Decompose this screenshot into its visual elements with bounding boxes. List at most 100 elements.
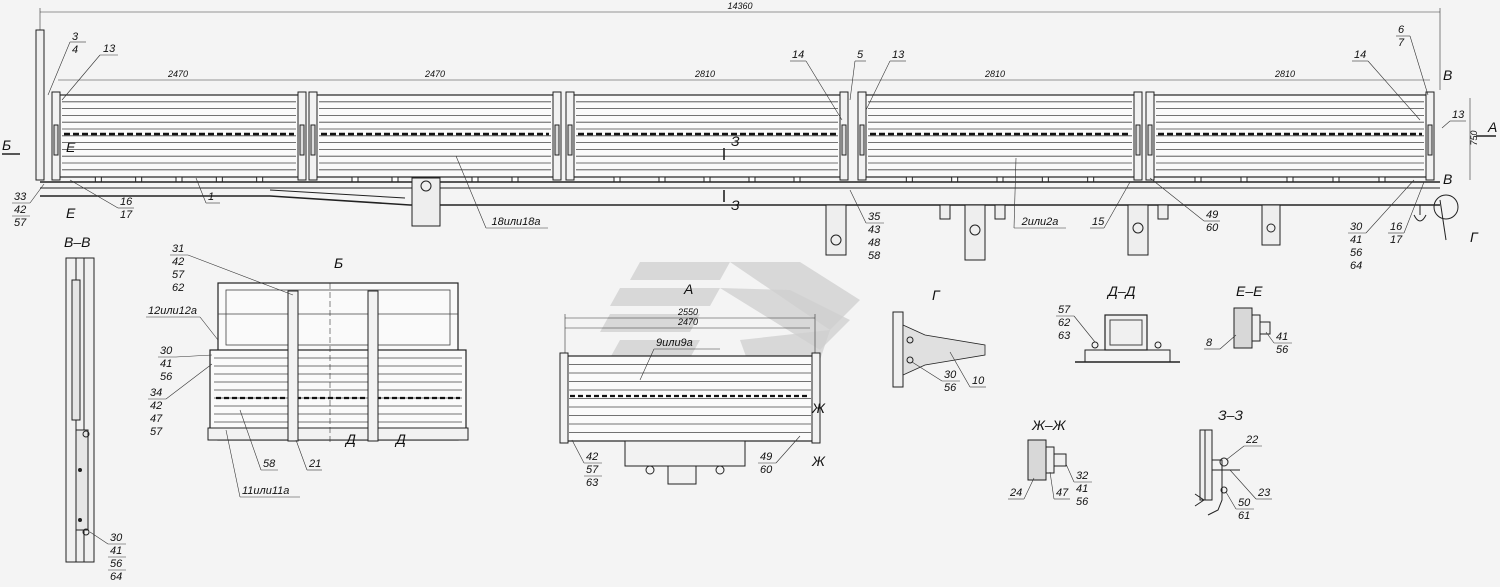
vb-callout-62: 62 — [172, 282, 184, 294]
callout-4: 4 — [72, 44, 78, 56]
va-callout-60: 60 — [760, 464, 773, 476]
vb-mark-d1: Д — [344, 431, 356, 447]
zz-callout-23: 23 — [1257, 487, 1271, 499]
zz-callout-61: 61 — [1238, 510, 1250, 522]
side-panel — [857, 91, 1143, 183]
vg-callout-56: 56 — [944, 382, 957, 394]
callout-6: 6 — [1398, 24, 1405, 36]
callout-13-mid: 13 — [892, 49, 905, 61]
section-e-e: Е–Е 8 41 56 — [1204, 283, 1292, 356]
vb-callout-34: 34 — [150, 387, 162, 399]
board-line — [811, 352, 821, 444]
side-panel — [51, 91, 307, 183]
callout-3: 3 — [72, 31, 79, 43]
section-dim-3: 2810 — [694, 69, 715, 79]
section-z-z: З–З 22 23 50 61 — [1194, 407, 1272, 522]
board-line — [207, 427, 469, 441]
vb-mark-d2: Д — [394, 431, 406, 447]
main-side-view: 14360 2470 2470 2810 2810 2810 — [2, 1, 1497, 272]
vb-callout-47: 47 — [150, 413, 163, 425]
va-mark-zh2: Ж — [811, 453, 826, 469]
ee-callout-56: 56 — [1276, 344, 1289, 356]
vb-callout-57a: 57 — [172, 269, 185, 281]
callout-30-main: 30 — [1350, 221, 1363, 233]
callout-13-right: 13 — [1452, 109, 1465, 121]
section-vv-title: В–В — [64, 234, 90, 250]
vb-callout-11: 11или11а — [242, 485, 289, 497]
section-zh-zh: Ж–Ж 24 47 32 41 56 — [1008, 417, 1092, 508]
view-mark-v-top: В — [1443, 67, 1452, 83]
vb-callout-57b: 57 — [150, 426, 163, 438]
view-a-dim-2550: 2550 — [677, 307, 698, 317]
callout-14-right: 14 — [1354, 49, 1366, 61]
callout-1: 1 — [208, 191, 214, 203]
view-a-dim-2470: 2470 — [677, 317, 698, 327]
vb-callout-42a: 42 — [172, 256, 184, 268]
dd-callout-63: 63 — [1058, 330, 1071, 342]
zhzh-callout-56: 56 — [1076, 496, 1089, 508]
view-mark-e-bottom: Е — [66, 205, 76, 221]
zhzh-callout-47: 47 — [1056, 487, 1069, 499]
callout-43: 43 — [868, 224, 881, 236]
vv-callout-41: 41 — [110, 545, 122, 557]
vb-callout-30: 30 — [160, 345, 173, 357]
vb-callout-41: 41 — [160, 358, 172, 370]
vb-callout-56: 56 — [160, 371, 173, 383]
section-zz-title: З–З — [1218, 407, 1243, 423]
callout-60-main: 60 — [1206, 222, 1219, 234]
side-panel — [308, 91, 562, 183]
section-d-d: Д–Д 57 62 63 — [1056, 283, 1180, 363]
vb-callout-21: 21 — [308, 458, 321, 470]
ee-callout-8: 8 — [1206, 337, 1213, 349]
side-panel — [1145, 91, 1435, 183]
side-panel — [565, 91, 849, 183]
view-a-title: А — [683, 281, 693, 297]
callout-33: 33 — [14, 191, 27, 203]
view-a-part: 9или9а — [656, 337, 693, 349]
view-mark-b: Б — [2, 137, 11, 153]
callout-57-left: 57 — [14, 217, 27, 229]
callout-18: 18или18а — [491, 216, 540, 228]
dd-callout-62: 62 — [1058, 317, 1070, 329]
height-dimension: 750 — [1469, 130, 1479, 145]
callout-42-left: 42 — [14, 204, 26, 216]
vb-callout-12: 12или12а — [148, 305, 197, 317]
callout-13-left: 13 — [103, 43, 116, 55]
view-mark-v-bottom: В — [1443, 171, 1452, 187]
section-dim-5: 2810 — [1274, 69, 1295, 79]
view-mark-e-top: Е — [66, 139, 76, 155]
vb-callout-42b: 42 — [150, 400, 162, 412]
callout-48: 48 — [868, 237, 881, 249]
view-b: Б 31 42 57 62 12или12а 30 41 56 34 42 47… — [146, 243, 469, 498]
view-g-title: Г — [932, 287, 941, 303]
va-callout-42: 42 — [586, 451, 598, 463]
ee-callout-41: 41 — [1276, 331, 1288, 343]
va-callout-57: 57 — [586, 464, 599, 476]
vb-callout-31: 31 — [172, 243, 184, 255]
section-dim-2: 2470 — [424, 69, 445, 79]
va-callout-49: 49 — [760, 451, 772, 463]
callout-15: 15 — [1092, 216, 1105, 228]
vv-callout-56: 56 — [110, 558, 123, 570]
callout-7: 7 — [1398, 37, 1405, 49]
va-mark-zh1: Ж — [811, 400, 826, 416]
callout-2: 2или2а — [1021, 216, 1059, 228]
overall-dimension: 14360 — [727, 1, 752, 11]
callout-64-main: 64 — [1350, 260, 1362, 272]
view-mark-a: А — [1487, 119, 1497, 135]
callout-58-main: 58 — [868, 250, 881, 262]
view-b-title: Б — [334, 255, 343, 271]
va-callout-63: 63 — [586, 477, 599, 489]
vb-callout-58: 58 — [263, 458, 276, 470]
section-dd-title: Д–Д — [1106, 283, 1136, 299]
callout-41-main: 41 — [1350, 234, 1362, 246]
section-v-v: В–В 30 41 56 64 — [64, 234, 126, 583]
callout-49-main: 49 — [1206, 209, 1218, 221]
view-mark-z-bottom: З — [731, 197, 740, 213]
vg-callout-10: 10 — [972, 375, 985, 387]
callout-5: 5 — [857, 49, 864, 61]
callout-17-left: 17 — [120, 209, 133, 221]
view-mark-g: Г — [1470, 229, 1479, 245]
view-mark-z-top: З — [731, 133, 740, 149]
